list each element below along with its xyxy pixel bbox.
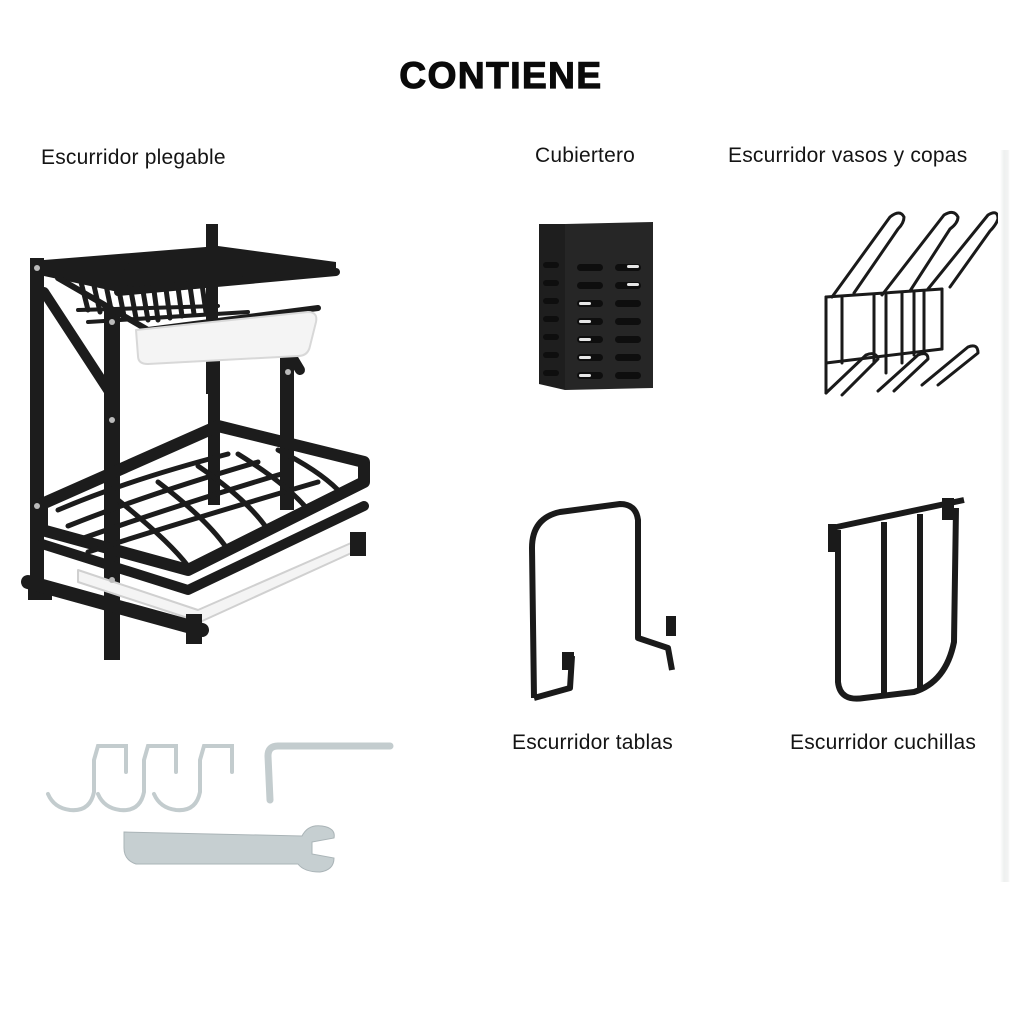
accessories-image xyxy=(40,730,405,882)
cup-glass-holder-icon xyxy=(824,210,998,397)
label-escurridor-plegable: Escurridor plegable xyxy=(41,146,226,169)
knife-holder-image xyxy=(824,492,974,710)
label-escurridor-vasos: Escurridor vasos y copas xyxy=(728,144,968,167)
page-title: CONTIENE xyxy=(399,54,603,96)
cutting-board-holder-image xyxy=(520,498,685,708)
cutlery-holder-icon xyxy=(539,222,653,390)
cup-glass-holder-image xyxy=(818,205,998,400)
label-cubiertero: Cubiertero xyxy=(535,144,636,167)
cutting-board-holder-icon xyxy=(529,501,676,701)
dish-rack-image xyxy=(18,210,378,660)
label-escurridor-tablas: Escurridor tablas xyxy=(512,731,673,754)
label-escurridor-cuchillas: Escurridor cuchillas xyxy=(790,731,977,754)
cutlery-holder-image xyxy=(535,218,655,396)
two-tier-dish-rack-icon xyxy=(21,224,370,660)
hooks-hex-key-wrench-icon xyxy=(46,742,394,873)
edge-shadow-strip xyxy=(1000,150,1010,882)
knife-holder-icon xyxy=(828,497,965,702)
